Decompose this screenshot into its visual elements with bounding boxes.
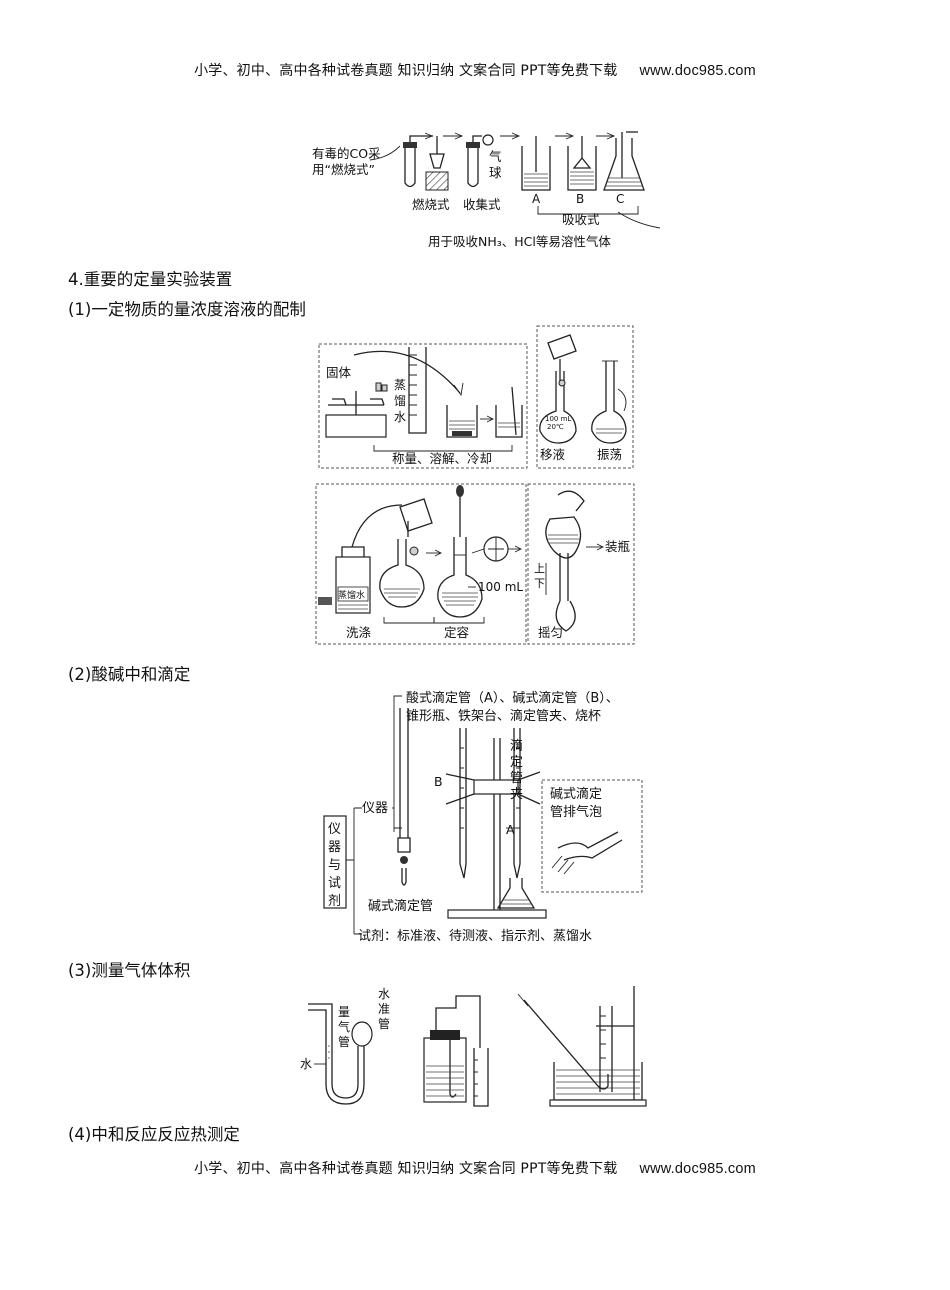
bubble-label-2: 管排气泡 [550, 804, 602, 820]
reagents-line: 试剂：标准液、待测液、指示剂、蒸馏水 [358, 929, 592, 944]
label-c: C [616, 192, 624, 206]
bottle-label-2: 装瓶 [605, 539, 630, 554]
fix-label: 定容 [444, 625, 469, 640]
footer-url[interactable]: www.doc985.com [639, 1161, 756, 1177]
side-label-1: 仪 [328, 822, 341, 837]
clamp-label-1: 滴 [510, 738, 523, 754]
balloon-label-2: 球 [489, 165, 502, 180]
sub1-title: (1)一定物质的量浓度溶液的配制 [68, 300, 306, 319]
page-footer: 小学、初中、高中各种试卷真题 知识归纳 文案合同 PPT等免费下载 www.doc… [0, 1158, 950, 1178]
side-label-2: 器 [328, 840, 341, 855]
label-burn: 燃烧式 [412, 197, 450, 212]
level-label-1: 水 [378, 987, 390, 1001]
updown-label-1: 上 [534, 562, 545, 575]
instr-line-1: 酸式滴定管（A）、碱式滴定管（B）、 [406, 690, 619, 706]
balloon-label-1: 气 [489, 149, 502, 164]
water-label-2: 馏 [394, 394, 406, 408]
meter-label-1: 量 [338, 1005, 350, 1019]
page-header: 小学、初中、高中各种试卷真题 知识归纳 文案合同 PPT等免费下载 www.doc… [0, 60, 950, 80]
absorb-note: 用于吸收NH₃、HCl等易溶性气体 [428, 234, 611, 249]
clamp-label-3: 管 [510, 771, 523, 786]
clamp-label-4: 夹 [510, 787, 523, 802]
solution-prep-figure: 固体 蒸 馏 水 称量、溶解、冷却 100 mL 20℃ 移液 振荡 蒸馏水 洗 [315, 325, 635, 645]
label-collect: 收集式 [463, 197, 501, 212]
bubble-label-1: 碱式滴定 [550, 786, 602, 802]
co-label-1: 有毒的CO采 [312, 146, 381, 161]
wash-label: 洗涤 [346, 625, 371, 640]
header-text: 小学、初中、高中各种试卷真题 知识归纳 文案合同 PPT等免费下载 [194, 63, 618, 79]
bottle-label: 蒸馏水 [338, 589, 365, 601]
water-label: 水 [300, 1057, 312, 1071]
side-label-3: 与 [328, 858, 341, 873]
base-burette-label: 碱式滴定管 [368, 898, 433, 914]
instrument-label: 仪器 [362, 801, 388, 816]
shake-label: 振荡 [597, 447, 622, 462]
label-b: B [434, 774, 443, 789]
flask-label-2: 20℃ [547, 423, 564, 431]
tail-gas-figure: 有毒的CO采 用“燃烧式” 气 球 燃烧式 收集式 A B C 吸收式 用于吸收… [312, 131, 661, 249]
label-b: B [576, 192, 584, 206]
instr-line-2: 锥形瓶、铁架台、滴定管夹、烧杯 [406, 708, 601, 724]
label-a: A [532, 192, 541, 206]
level-label-3: 管 [378, 1016, 390, 1031]
label-a: A [506, 822, 515, 837]
titration-figure: 酸式滴定管（A）、碱式滴定管（B）、 锥形瓶、铁架台、滴定管夹、烧杯 仪 器 与… [323, 690, 643, 944]
sub3-title: (3)测量气体体积 [68, 961, 191, 980]
solid-label: 固体 [326, 365, 352, 380]
section4-title: 4.重要的定量实验装置 [68, 270, 233, 289]
volume-label: 100 mL [478, 580, 523, 594]
transfer-label: 移液 [540, 447, 566, 462]
co-label-2: 用“燃烧式” [312, 162, 375, 177]
meter-label-2: 气 [338, 1019, 350, 1034]
mix-label: 摇匀 [538, 625, 563, 640]
flask-label-1: 100 mL [545, 415, 571, 423]
label-absorb: 吸收式 [562, 212, 600, 227]
water-label-1: 蒸 [394, 378, 406, 392]
header-url[interactable]: www.doc985.com [639, 63, 756, 79]
updown-label-2: 下 [534, 577, 545, 590]
meter-label-3: 管 [338, 1034, 350, 1049]
level-label-2: 准 [378, 1002, 390, 1016]
sub4-title: (4)中和反应反应热测定 [68, 1125, 240, 1144]
footer-text: 小学、初中、高中各种试卷真题 知识归纳 文案合同 PPT等免费下载 [194, 1161, 618, 1177]
side-label-5: 剂 [328, 894, 341, 909]
sub2-title: (2)酸碱中和滴定 [68, 665, 191, 684]
side-label-4: 试 [328, 876, 341, 891]
gas-volume-figure: 量 气 管 水 准 管 水 [300, 986, 647, 1107]
weigh-label: 称量、溶解、冷却 [392, 451, 492, 466]
water-label-3: 水 [394, 410, 406, 424]
clamp-label-2: 定 [510, 755, 523, 770]
